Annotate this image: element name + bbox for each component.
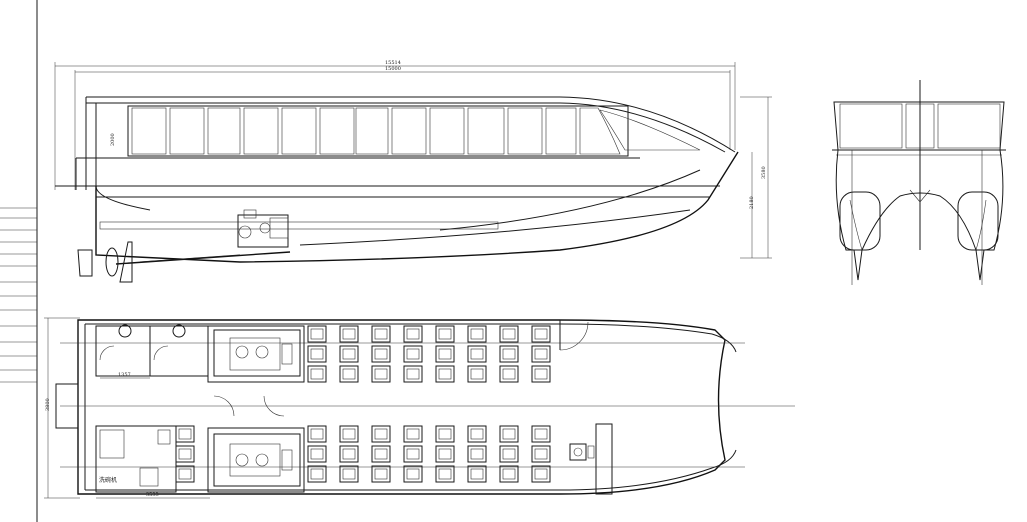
dim-plan-beam: 3800 xyxy=(45,398,51,411)
dim-toilet-width: 1357 xyxy=(118,372,131,378)
seats-lower xyxy=(175,425,551,483)
dim-hull-height: 2180 xyxy=(749,196,755,209)
dim-total-height: 3580 xyxy=(761,166,767,179)
engine-profile xyxy=(115,209,291,265)
label-dishwasher: 洗碗机 xyxy=(99,476,117,484)
front-view xyxy=(832,80,1006,285)
dim-cabin-height: 2000 xyxy=(110,133,116,146)
helm-seat xyxy=(569,443,595,461)
engine-plan-upper xyxy=(229,337,293,371)
dim-overall-length: 15514 xyxy=(385,60,401,66)
dim-waterline-length: 15000 xyxy=(385,66,401,72)
title-block-ticks xyxy=(0,207,37,383)
seats-upper xyxy=(307,325,551,383)
dim-bottom-segment: 3533 xyxy=(146,492,159,498)
deck-plan-view: 3800 1357 洗碗机 3533 xyxy=(44,317,795,499)
engine-plan-lower xyxy=(229,443,293,477)
cabin-windows xyxy=(131,107,701,155)
side-profile-view: 15514 15000 2000 xyxy=(54,60,772,283)
